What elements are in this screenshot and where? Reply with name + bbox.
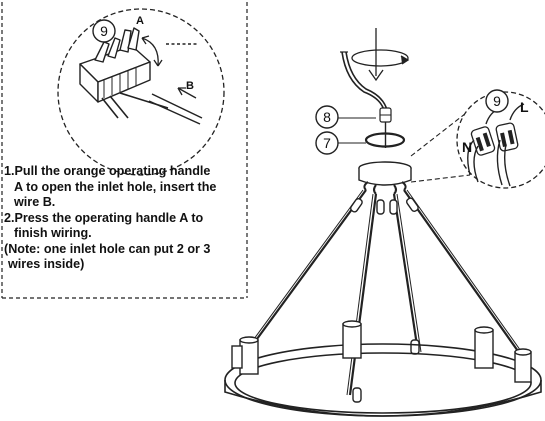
wire-b-label: B	[186, 80, 194, 92]
supply-wire	[340, 51, 388, 111]
detail-leader-lines	[410, 109, 471, 183]
note-line1: (Note: one inlet hole can put 2 or 3	[4, 241, 211, 256]
step1-line1: 1.Pull the orange operating handle	[4, 164, 211, 178]
step2-line2: finish wiring.	[14, 226, 92, 240]
step1-line3: wire B.	[14, 195, 56, 209]
candle-sleeves	[231, 320, 532, 383]
neutral-label: N	[462, 139, 472, 155]
connector-detail: 9 A B	[57, 8, 225, 176]
handle-a-label: A	[136, 15, 144, 27]
ceiling-canopy	[358, 161, 412, 195]
rod-clips	[350, 197, 420, 403]
part-8-nut: 8	[315, 105, 392, 148]
callout-8-label: 8	[323, 109, 331, 125]
callout-7-label: 7	[323, 135, 331, 151]
step2-line1: 2.Press the operating handle A to	[4, 210, 204, 225]
rotate-handle-arrow-icon	[141, 37, 159, 67]
wiring-instructions: 1.Pull the orange operating handle A to …	[4, 164, 254, 273]
callout-9-detail-label: 9	[493, 93, 501, 109]
live-label: L	[520, 99, 529, 115]
step1-line2: A to open the inlet hole, insert the	[14, 179, 217, 194]
hanging-rods	[242, 189, 524, 396]
wiring-detail: 9 N L	[456, 89, 545, 189]
instruction-frame	[1, 2, 248, 299]
note-line2: wires inside)	[8, 257, 85, 271]
part-7-washer: 7	[315, 131, 406, 155]
insert-arrow-icon	[177, 87, 197, 99]
chandelier-ring	[224, 343, 542, 417]
callout-9-label: 9	[100, 23, 108, 39]
rotation-arrow-icon	[351, 28, 410, 82]
